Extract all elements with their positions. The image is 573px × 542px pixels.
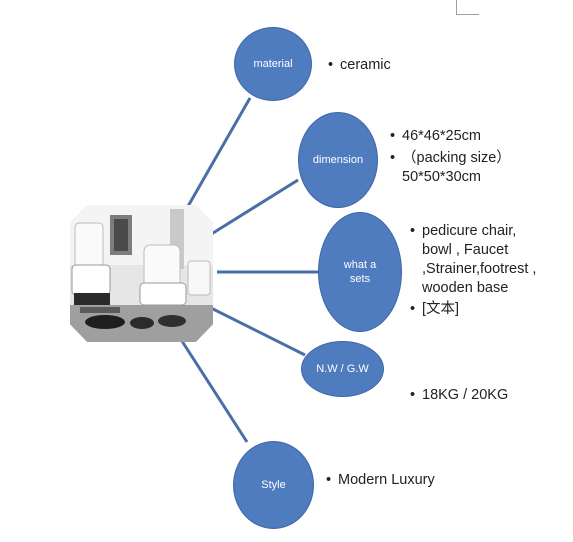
sets-bullets: pedicure chair, bowl , Faucet ,Strainer,… bbox=[410, 222, 545, 319]
page-corner-mark bbox=[456, 0, 479, 15]
connector-material bbox=[181, 97, 252, 216]
node-style: Style bbox=[233, 441, 314, 529]
node-dimension-label: dimension bbox=[312, 154, 364, 166]
bullet-sets-0: pedicure chair, bowl , Faucet ,Strainer,… bbox=[410, 222, 542, 298]
bullet-style-0: Modern Luxury bbox=[326, 471, 486, 490]
connector-weight bbox=[204, 303, 306, 357]
node-sets: what a sets bbox=[318, 212, 402, 332]
node-sets-label: what a sets bbox=[343, 259, 377, 285]
node-material: material bbox=[234, 27, 312, 101]
style-bullets: Modern Luxury bbox=[326, 471, 486, 490]
bullet-sets-1: [文本] bbox=[410, 300, 545, 319]
node-style-label: Style bbox=[261, 479, 286, 491]
connector-style bbox=[178, 337, 249, 443]
pedicure-chair-photo bbox=[70, 205, 213, 342]
connector-dimension bbox=[204, 178, 299, 240]
bullet-material-0: ceramic bbox=[328, 56, 448, 75]
dimension-bullets: 46*46*25cm （packing size）50*50*30cm bbox=[390, 127, 530, 187]
bullet-dimension-0: 46*46*25cm bbox=[390, 127, 530, 146]
bullet-weight-0: 18KG / 20KG bbox=[410, 386, 550, 405]
node-material-label: material bbox=[253, 58, 293, 70]
bullet-dimension-1: （packing size）50*50*30cm bbox=[390, 149, 522, 187]
weight-bullets: 18KG / 20KG bbox=[410, 386, 550, 405]
node-dimension: dimension bbox=[298, 112, 378, 208]
node-weight-label: N.W / G.W bbox=[316, 363, 369, 375]
node-weight: N.W / G.W bbox=[301, 341, 384, 397]
material-bullets: ceramic bbox=[328, 56, 448, 75]
